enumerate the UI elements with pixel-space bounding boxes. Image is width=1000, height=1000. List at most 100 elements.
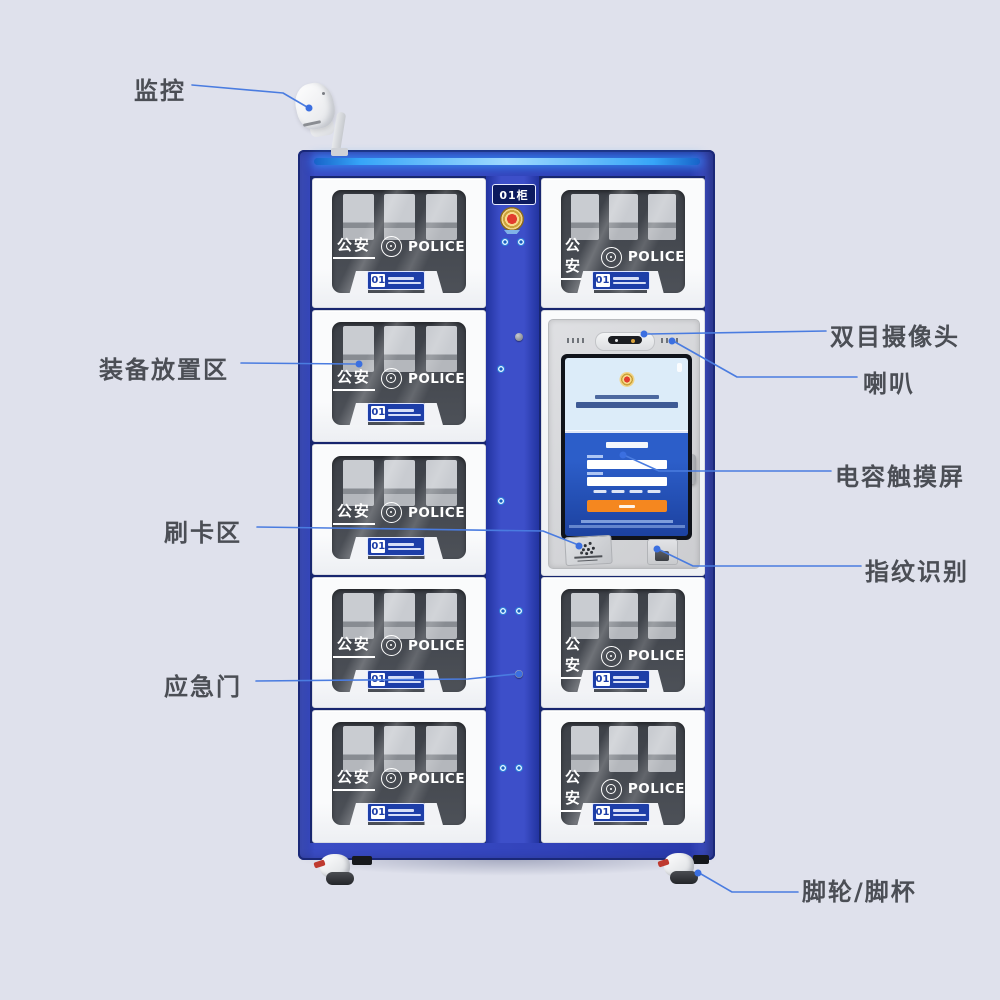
police-badge-icon xyxy=(600,645,622,667)
door-id-tag: 01 xyxy=(367,803,426,822)
cabinet-number-plate: 01柜 xyxy=(492,184,536,205)
annotation-label-fingerprint: 指纹识别 xyxy=(865,558,969,586)
annotation-label-caster: 脚轮/脚杯 xyxy=(802,878,917,906)
locker-door[interactable]: 公安 POLICE 01 xyxy=(312,710,486,843)
locker-door[interactable]: 公安 POLICE 01 xyxy=(541,178,705,308)
fingerprint-reader[interactable] xyxy=(647,539,678,565)
touch-screen[interactable] xyxy=(561,354,692,540)
console-panel xyxy=(548,319,700,569)
door-window: 公安 POLICE 01 xyxy=(561,589,685,692)
caster-wheel xyxy=(312,852,360,888)
annotation-label-binocular-camera: 双目摄像头 xyxy=(830,323,960,351)
annotation-label-emergency-door: 应急门 xyxy=(164,673,242,701)
door-branding: 公安 POLICE xyxy=(332,234,466,259)
door-id-smalltext xyxy=(612,809,646,816)
screen-divider xyxy=(565,430,688,433)
caster-line xyxy=(700,873,799,893)
door-id-number: 01 xyxy=(595,673,610,686)
screen-ui xyxy=(565,358,688,536)
screw-icon xyxy=(517,238,525,246)
door-id-number: 01 xyxy=(371,673,386,686)
equipment-silhouette xyxy=(425,326,457,372)
equipment-silhouette xyxy=(647,194,677,240)
door-text-en: POLICE xyxy=(407,370,466,387)
locker-door[interactable]: 公安 POLICE 01 xyxy=(541,710,705,843)
equipment-silhouette xyxy=(647,593,677,639)
door-window: 公安 POLICE 01 xyxy=(561,190,685,293)
door-text-en: POLICE xyxy=(407,770,466,787)
camera-lens-icon xyxy=(322,92,325,95)
equipment-silhouette xyxy=(384,326,416,372)
police-badge-icon xyxy=(380,635,402,656)
led-light-strip xyxy=(314,158,700,165)
door-id-number: 01 xyxy=(595,274,610,287)
annotation-label-speaker: 喇叭 xyxy=(863,370,915,398)
equipment-silhouette xyxy=(342,460,374,506)
camera-lens-bar xyxy=(608,336,642,344)
login-field-label xyxy=(587,472,603,475)
door-text-en: POLICE xyxy=(627,781,685,797)
door-branding: 公安 POLICE xyxy=(332,366,466,391)
binocular-camera xyxy=(595,332,655,351)
door-text-en: POLICE xyxy=(407,637,466,654)
door-id-number: 01 xyxy=(595,806,610,819)
police-badge-icon xyxy=(380,768,402,789)
door-id-tag: 01 xyxy=(367,271,426,290)
locker-door[interactable]: 公安 POLICE 01 xyxy=(312,178,486,308)
door-id-tag: 01 xyxy=(591,670,650,689)
screw-icon xyxy=(515,764,523,772)
equipment-silhouette xyxy=(384,460,416,506)
screen-subtitle-line xyxy=(575,402,678,408)
control-console xyxy=(541,310,705,576)
locker-door[interactable]: 公安 POLICE 01 xyxy=(312,577,486,708)
screen-footer-line xyxy=(580,520,673,523)
login-input[interactable] xyxy=(586,477,667,486)
equipment-silhouette xyxy=(425,726,457,772)
police-badge-icon xyxy=(380,502,402,523)
door-id-number: 01 xyxy=(371,406,386,419)
door-id-number: 01 xyxy=(371,540,386,553)
screw-icon xyxy=(497,365,505,373)
door-id-tag: 01 xyxy=(367,403,426,422)
card-swipe-pad[interactable] xyxy=(564,534,613,567)
speaker-grille-icon xyxy=(661,338,681,343)
screw-icon xyxy=(497,497,505,505)
rear-caster xyxy=(352,856,372,865)
equipment-silhouette xyxy=(609,194,638,240)
equipment-silhouette xyxy=(609,593,638,639)
equipment-silhouette xyxy=(425,460,457,506)
door-text-cn: 公安 xyxy=(332,366,375,391)
door-id-smalltext xyxy=(388,409,422,416)
door-window: 公安 POLICE 01 xyxy=(332,722,466,825)
rear-caster xyxy=(693,855,709,864)
equipment-silhouette xyxy=(570,194,600,240)
police-badge-icon xyxy=(600,778,622,800)
door-text-cn: 公安 xyxy=(332,633,375,658)
locker-door[interactable]: 公安 POLICE 01 xyxy=(541,577,705,708)
login-input[interactable] xyxy=(586,460,667,469)
annotation-label-equipment-area: 装备放置区 xyxy=(99,356,229,384)
login-options-row[interactable] xyxy=(593,490,660,493)
door-id-tag: 01 xyxy=(591,271,650,290)
door-id-tag: 01 xyxy=(367,537,426,556)
equipment-silhouette xyxy=(425,593,457,639)
locker-door[interactable]: 公安 POLICE 01 xyxy=(312,444,486,575)
equipment-silhouette xyxy=(384,726,416,772)
door-branding: 公安 POLICE xyxy=(561,234,685,280)
door-text-cn: 公安 xyxy=(332,234,375,259)
equipment-silhouette xyxy=(342,726,374,772)
locker-door[interactable]: 公安 POLICE 01 xyxy=(312,310,486,442)
login-button[interactable] xyxy=(586,500,667,512)
lock-knob xyxy=(515,333,523,341)
equipment-silhouette xyxy=(425,194,457,240)
screen-title-line xyxy=(594,395,659,399)
equipment-silhouette xyxy=(384,593,416,639)
door-id-number: 01 xyxy=(371,274,386,287)
card-pad-icon xyxy=(578,543,582,547)
equipment-silhouette xyxy=(342,194,374,240)
door-id-number: 01 xyxy=(371,806,386,819)
screw-icon xyxy=(515,607,523,615)
caster-wheel xyxy=(656,851,704,887)
door-text-en: POLICE xyxy=(407,504,466,521)
